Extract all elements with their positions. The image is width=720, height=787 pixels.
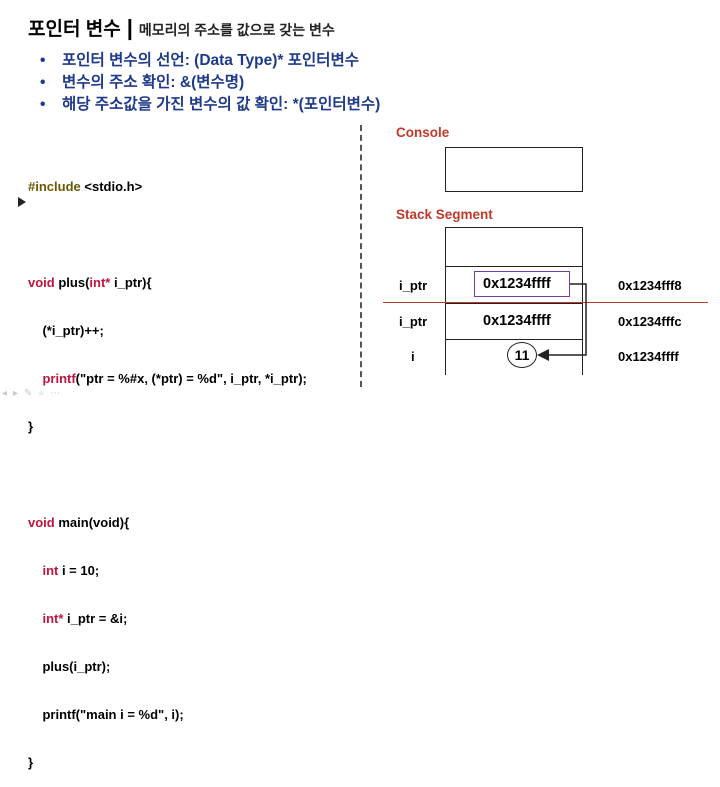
pointer-arrow xyxy=(537,283,587,361)
title-subtitle: 메모리의 주소를 값으로 갖는 변수 xyxy=(138,22,335,38)
prev-icon[interactable]: ◂ xyxy=(2,388,8,399)
title-main: 포인터 변수 xyxy=(28,19,121,40)
code-line: #include <stdio.h> xyxy=(28,179,143,194)
variable-label: i_ptr xyxy=(399,278,428,293)
code-line: void main(void){ xyxy=(28,515,130,530)
memory-address: 0x1234fff8 xyxy=(618,278,682,293)
code-line: int i = 10; xyxy=(42,563,100,578)
code-line: plus(i_ptr); xyxy=(42,659,111,674)
bullet-list: •포인터 변수의 선언: (Data Type)* 포인터변수 •변수의 주소 … xyxy=(40,50,380,116)
stack-cell-value: 0x1234ffff xyxy=(483,313,551,329)
variable-label: i_ptr xyxy=(399,314,428,329)
variable-label: i xyxy=(411,349,415,364)
code-line: printf("ptr = %#x, (*ptr) = %d", i_ptr, … xyxy=(42,371,307,386)
slide-nav-icons[interactable]: ◂ ▸ ✎ ⌕ ⋯ xyxy=(2,388,60,400)
title-separator: | xyxy=(126,15,133,40)
code-line: printf("main i = %d", i); xyxy=(42,707,184,722)
memory-address: 0x1234ffff xyxy=(618,349,679,364)
bullet-dot-icon: • xyxy=(40,52,46,69)
bullet-item: •변수의 주소 확인: &(변수명) xyxy=(40,72,380,94)
zoom-icon[interactable]: ⌕ xyxy=(38,388,45,399)
pointer-value-box xyxy=(474,271,570,297)
code-line: void plus(int* i_ptr){ xyxy=(28,275,152,290)
stack-cell-value-circle: 11 xyxy=(507,342,537,368)
next-icon[interactable]: ▸ xyxy=(13,388,19,399)
code-line: (*i_ptr)++; xyxy=(42,323,104,338)
code-line xyxy=(28,467,307,483)
dashed-divider xyxy=(360,125,362,387)
memory-address: 0x1234fffc xyxy=(618,314,682,329)
console-box xyxy=(445,147,583,192)
stack-segment-box xyxy=(445,227,583,375)
console-label: Console xyxy=(396,125,450,140)
code-line: } xyxy=(28,419,34,434)
code-line: } xyxy=(28,755,34,770)
code-line: int* i_ptr = &i; xyxy=(42,611,128,626)
stack-cell-value: 0x1234ffff xyxy=(483,276,551,292)
bullet-dot-icon: • xyxy=(40,74,46,91)
stack-row-divider xyxy=(446,303,582,304)
menu-icon[interactable]: ⋯ xyxy=(50,388,61,399)
bullet-item: •해당 주소값을 가진 변수의 값 확인: *(포인터변수) xyxy=(40,94,380,116)
slide-title: 포인터 변수 | 메모리의 주소를 값으로 갖는 변수 xyxy=(28,14,335,42)
current-line-arrow-icon xyxy=(18,197,26,207)
stack-row-divider xyxy=(446,266,582,267)
stack-row-divider xyxy=(446,339,582,340)
bullet-item: •포인터 변수의 선언: (Data Type)* 포인터변수 xyxy=(40,50,380,72)
stack-segment-label: Stack Segment xyxy=(396,207,493,222)
bullet-dot-icon: • xyxy=(40,96,46,113)
stack-frame-boundary-line xyxy=(383,302,708,303)
pen-icon[interactable]: ✎ xyxy=(24,388,33,399)
